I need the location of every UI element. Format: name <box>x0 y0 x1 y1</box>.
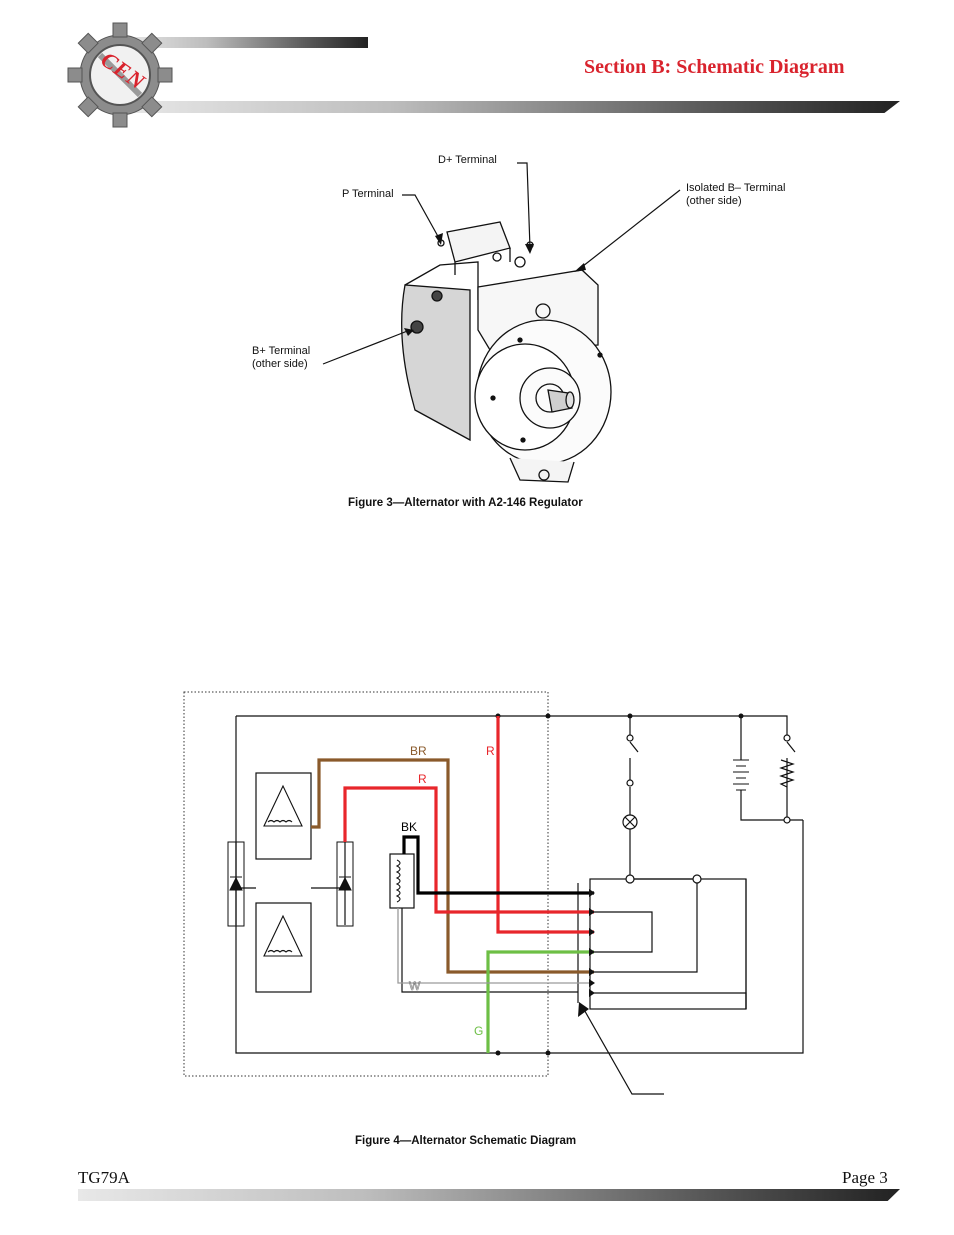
wire-red-2 <box>496 716 594 934</box>
alternator-boundary <box>183 691 549 1077</box>
label-d-plus-terminal: D+ Terminal <box>438 154 497 166</box>
figure4-caption: Figure 4—Alternator Schematic Diagram <box>355 1135 577 1147</box>
label-b-plus-line2: (other side) <box>252 358 308 370</box>
wire-label-w: W <box>409 979 421 993</box>
document-id: TG79A <box>78 1168 130 1187</box>
wire-label-r-mid: R <box>418 772 427 786</box>
header-bar-top <box>120 37 368 48</box>
label-isolated-b-minus: Isolated B– Terminal (other side) <box>686 182 785 208</box>
label-isolated-b-minus-line2: (other side) <box>686 195 742 207</box>
wire-label-bk: BK <box>401 820 417 834</box>
label-p-terminal: P Terminal <box>342 188 394 200</box>
wire-black <box>402 835 594 895</box>
page-number: Page 3 <box>842 1168 888 1187</box>
label-b-plus-terminal: B+ Terminal (other side) <box>252 345 310 371</box>
figure3-caption: Figure 3—Alternator with A2-146 Regulato… <box>348 497 583 509</box>
wire-label-g: G <box>474 1024 483 1038</box>
wire-green <box>486 950 594 1053</box>
label-b-plus-line1: B+ Terminal <box>252 345 311 357</box>
footer-bar <box>78 1189 900 1201</box>
wire-white <box>397 908 594 984</box>
header-bar-bottom <box>120 101 900 113</box>
wire-brown <box>311 758 594 974</box>
wire-label-br: BR <box>410 744 427 758</box>
wire-label-r-top: R <box>486 744 495 758</box>
label-isolated-b-minus-line1: Isolated B– Terminal <box>686 182 786 194</box>
wire-red-1 <box>343 786 594 914</box>
section-title: Section B: Schematic Diagram <box>584 56 845 78</box>
